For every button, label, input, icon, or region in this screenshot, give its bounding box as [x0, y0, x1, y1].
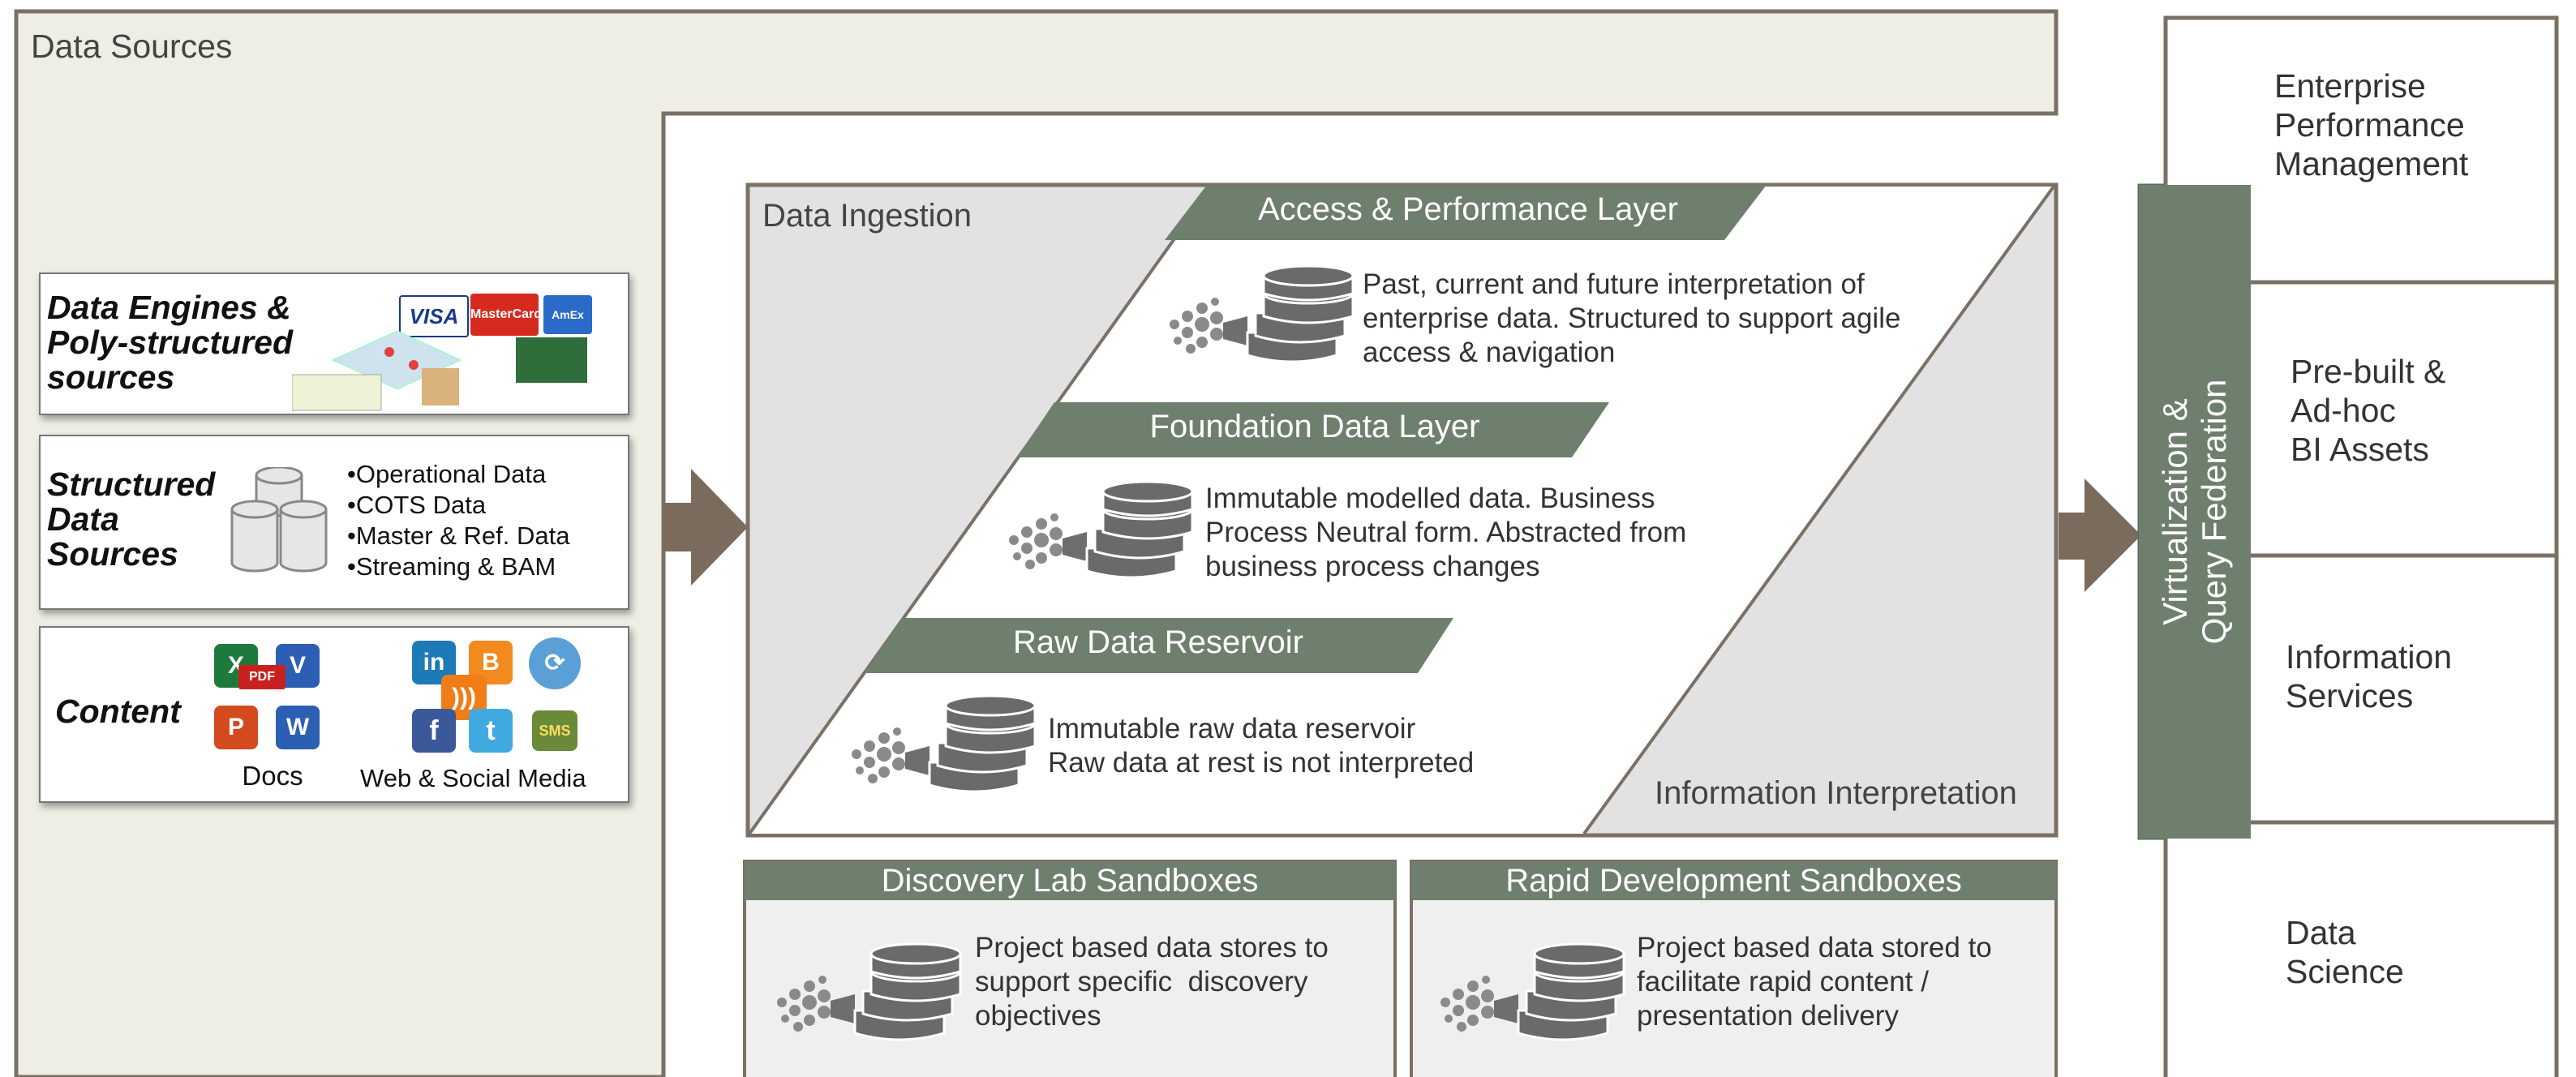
output-line: Services: [2286, 677, 2414, 714]
rapid-sandbox-title: Rapid Development Sandboxes: [1505, 863, 1962, 899]
discovery-sandbox-title: Discovery Lab Sandboxes: [881, 863, 1259, 899]
desc-line: enterprise data. Structured to support a…: [1363, 303, 1901, 334]
sms-icon: SMS: [532, 710, 577, 751]
information-interpretation-title: Information Interpretation: [1655, 775, 2017, 811]
structured-title: Structured Data Sources: [47, 467, 215, 572]
access-layer-description: Past, current and future interpretation …: [1363, 268, 1900, 370]
output-line: Enterprise: [2274, 67, 2426, 105]
structured-title-line: Data: [47, 500, 119, 538]
engines-title-line: Data Engines &: [47, 289, 291, 326]
powerpoint-icon: P: [214, 706, 258, 749]
engines-title-line: sources: [47, 358, 175, 396]
docs-label: Docs: [242, 761, 303, 791]
desc-line: Past, current and future interpretation …: [1363, 268, 1865, 300]
visio-icon: V: [276, 644, 320, 688]
desc-line: objectives: [975, 1000, 1101, 1032]
data-sources-title: Data Sources: [31, 28, 233, 65]
ingest-arrow: [663, 469, 748, 586]
data-ingestion-title: Data Ingestion: [762, 198, 972, 234]
web-social-label: Web & Social Media: [360, 764, 586, 792]
bullet-item: •Master & Ref. Data: [347, 521, 570, 550]
output-line: Science: [2286, 953, 2404, 990]
twitter-icon: t: [469, 709, 513, 753]
desc-line: business process changes: [1205, 551, 1540, 582]
virtualization-line: Virtualization &: [2156, 398, 2194, 625]
output-data-science: Data Science: [2286, 913, 2404, 991]
output-information-services: Information Services: [2286, 637, 2452, 715]
access-layer-bar: [1165, 185, 1767, 240]
foundation-layer-description: Immutable modelled data. Business Proces…: [1205, 482, 1686, 584]
rapid-sandbox-description: Project based data stored to facilitate …: [1637, 931, 1992, 1033]
output-line: BI Assets: [2290, 431, 2429, 468]
desc-line: support specific discovery: [975, 966, 1308, 998]
pdf-icon: PDF: [238, 665, 286, 689]
content-title: Content: [55, 693, 181, 730]
desc-line: presentation delivery: [1637, 1000, 1899, 1032]
output-line: Information: [2286, 638, 2453, 676]
output-line: Pre-built &: [2290, 353, 2446, 390]
desc-line: Project based data stored to: [1637, 932, 1992, 963]
discovery-sandbox-description: Project based data stores to support spe…: [975, 931, 1329, 1033]
visa-card-icon: VISA: [399, 295, 469, 337]
data-engines-box: Data Engines & Poly-structured sources V…: [39, 272, 629, 415]
engines-title-line: Poly-structured: [47, 324, 293, 361]
facebook-icon: f: [412, 709, 456, 753]
output-line: Data: [2286, 914, 2356, 951]
raw-layer-bar: [865, 618, 1453, 673]
virtualization-line: Query Federation: [2195, 379, 2233, 645]
desc-line: Raw data at rest is not interpreted: [1048, 747, 1475, 779]
desc-line: Immutable modelled data. Business: [1205, 483, 1655, 514]
bullet-item: •Operational Data: [347, 460, 547, 488]
desc-line: Project based data stores to: [975, 932, 1329, 963]
desc-line: access & navigation: [1363, 337, 1616, 368]
content-box: Content X V PDF P W Docs in B ))) ⟳ f t …: [39, 626, 629, 803]
virtualization-label: Virtualization & Query Federation: [2156, 380, 2234, 645]
output-bi-assets: Pre-built & Ad-hoc BI Assets: [2290, 352, 2445, 469]
foundation-layer-title: Foundation Data Layer: [1149, 409, 1480, 444]
structured-title-line: Structured: [47, 466, 216, 503]
desc-line: Immutable raw data reservoir: [1048, 713, 1416, 744]
foundation-layer-bar: [1017, 402, 1609, 457]
federation-arrow: [2059, 478, 2141, 592]
structured-sources-box: Structured Data Sources •Operational Dat…: [39, 435, 629, 610]
data-engines-title: Data Engines & Poly-structured sources: [47, 290, 293, 395]
structured-title-line: Sources: [47, 535, 178, 573]
desc-line: Process Neutral form. Abstracted from: [1205, 517, 1687, 548]
output-line: Management: [2274, 145, 2469, 182]
amex-card-icon: AmEx: [543, 295, 592, 334]
output-enterprise-performance: Enterprise Performance Management: [2274, 67, 2468, 183]
globe-icon: ⟳: [529, 637, 581, 689]
desc-line: facilitate rapid content /: [1637, 966, 1929, 998]
maps-documents-icon: [292, 330, 587, 411]
mastercard-icon: MasterCard: [470, 294, 542, 336]
access-layer-title: Access & Performance Layer: [1258, 191, 1678, 227]
bullet-item: •COTS Data: [347, 491, 487, 519]
word-icon: W: [276, 706, 320, 749]
raw-layer-title: Raw Data Reservoir: [1013, 624, 1303, 660]
virtualization-label-wrap: Virtualization & Query Federation: [2139, 185, 2251, 839]
output-line: Performance: [2274, 106, 2465, 144]
raw-layer-description: Immutable raw data reservoir Raw data at…: [1048, 712, 1474, 780]
output-line: Ad-hoc: [2290, 392, 2396, 429]
structured-bullets: •Operational Data •COTS Data •Master & R…: [347, 459, 569, 582]
database-icon: [230, 467, 328, 573]
bullet-item: •Streaming & BAM: [347, 552, 556, 581]
